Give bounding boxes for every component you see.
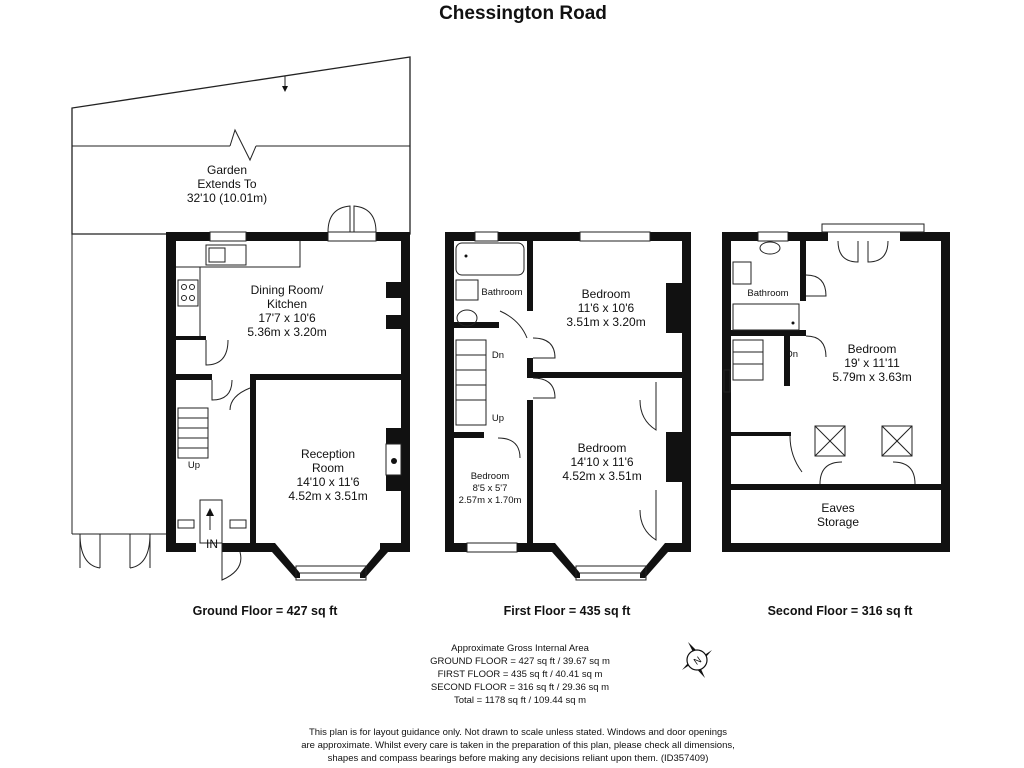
first-bedroom2-dimension-metric: 4.52m x 3.51m xyxy=(562,469,641,483)
first-floor-area-label: First Floor = 435 sq ft xyxy=(504,604,632,618)
area-summary-heading: Approximate Gross Internal Area xyxy=(451,643,590,654)
reception-room-label: Reception xyxy=(301,447,355,461)
kitchen-label: Kitchen xyxy=(267,297,307,311)
second-floor-area-label: Second Floor = 316 sq ft xyxy=(768,604,914,618)
area-summary-first: FIRST FLOOR = 435 sq ft / 40.41 sq m xyxy=(438,669,603,680)
eaves-label: Eaves xyxy=(821,501,854,515)
second-bedroom-dimension-metric: 5.79m x 3.63m xyxy=(832,370,911,384)
ground-floor-area-label: Ground Floor = 427 sq ft xyxy=(193,604,339,618)
area-summary-ground: GROUND FLOOR = 427 sq ft / 39.67 sq m xyxy=(430,656,610,667)
second-floor-plan: Bathroom Dn Bedroom 19' x 11'11 5.79m x … xyxy=(722,223,950,618)
eaves-storage-label: Storage xyxy=(817,515,859,529)
garden-area: Garden Extends To 32'10 (10.01m) xyxy=(71,56,411,569)
dining-dimension-imperial: 17'7 x 10'6 xyxy=(258,311,316,325)
second-bedroom-dimension-imperial: 19' x 11'11 xyxy=(844,356,900,370)
first-floor-plan: Bathroom Dn Up Bedroom 11'6 x 10'6 3.51m… xyxy=(445,231,691,618)
area-summary-second: SECOND FLOOR = 316 sq ft / 29.36 sq m xyxy=(431,682,609,693)
garden-dimension: 32'10 (10.01m) xyxy=(187,191,267,205)
first-bedroom2-label: Bedroom xyxy=(578,441,627,455)
second-bathroom-label: Bathroom xyxy=(747,288,788,299)
compass-icon: N xyxy=(682,642,712,678)
disclaimer-line-1: This plan is for layout guidance only. N… xyxy=(309,727,727,738)
first-dn-label: Dn xyxy=(492,350,504,361)
first-bedroom1-dimension-metric: 3.51m x 3.20m xyxy=(566,315,645,329)
dining-room-label: Dining Room/ xyxy=(251,283,324,297)
second-dn-label: Dn xyxy=(786,349,798,360)
disclaimer-line-2: are approximate. Whilst every care is ta… xyxy=(301,740,735,751)
disclaimer: This plan is for layout guidance only. N… xyxy=(301,727,735,764)
ground-up-label: Up xyxy=(188,460,200,471)
plan-title: Chessington Road xyxy=(439,3,607,24)
garden-label-2: Extends To xyxy=(197,177,256,191)
first-bathroom-label: Bathroom xyxy=(481,287,522,298)
first-bedroom2-dimension-imperial: 14'10 x 11'6 xyxy=(570,455,633,469)
first-bedroom3-dimension-metric: 2.57m x 1.70m xyxy=(459,495,522,506)
ground-floor-plan: Up IN Dining Room/ Kitchen 17'7 x 10'6 5… xyxy=(166,205,410,618)
reception-dimension-metric: 4.52m x 3.51m xyxy=(288,489,367,503)
garden-label: Garden xyxy=(207,163,247,177)
second-bedroom-label: Bedroom xyxy=(848,342,897,356)
dining-dimension-metric: 5.36m x 3.20m xyxy=(247,325,326,339)
first-bedroom1-label: Bedroom xyxy=(582,287,631,301)
disclaimer-line-3: shapes and compass bearings before makin… xyxy=(328,753,709,764)
first-bedroom3-dimension-imperial: 8'5 x 5'7 xyxy=(473,483,508,494)
first-bedroom3-label: Bedroom xyxy=(471,471,510,482)
reception-room-label-2: Room xyxy=(312,461,344,475)
area-summary: Approximate Gross Internal Area GROUND F… xyxy=(430,643,610,706)
first-bedroom1-dimension-imperial: 11'6 x 10'6 xyxy=(578,301,635,315)
reception-dimension-imperial: 14'10 x 11'6 xyxy=(296,475,359,489)
entrance-label: IN xyxy=(206,537,218,551)
first-up-label: Up xyxy=(492,413,504,424)
area-summary-total: Total = 1178 sq ft / 109.44 sq m xyxy=(454,695,586,706)
